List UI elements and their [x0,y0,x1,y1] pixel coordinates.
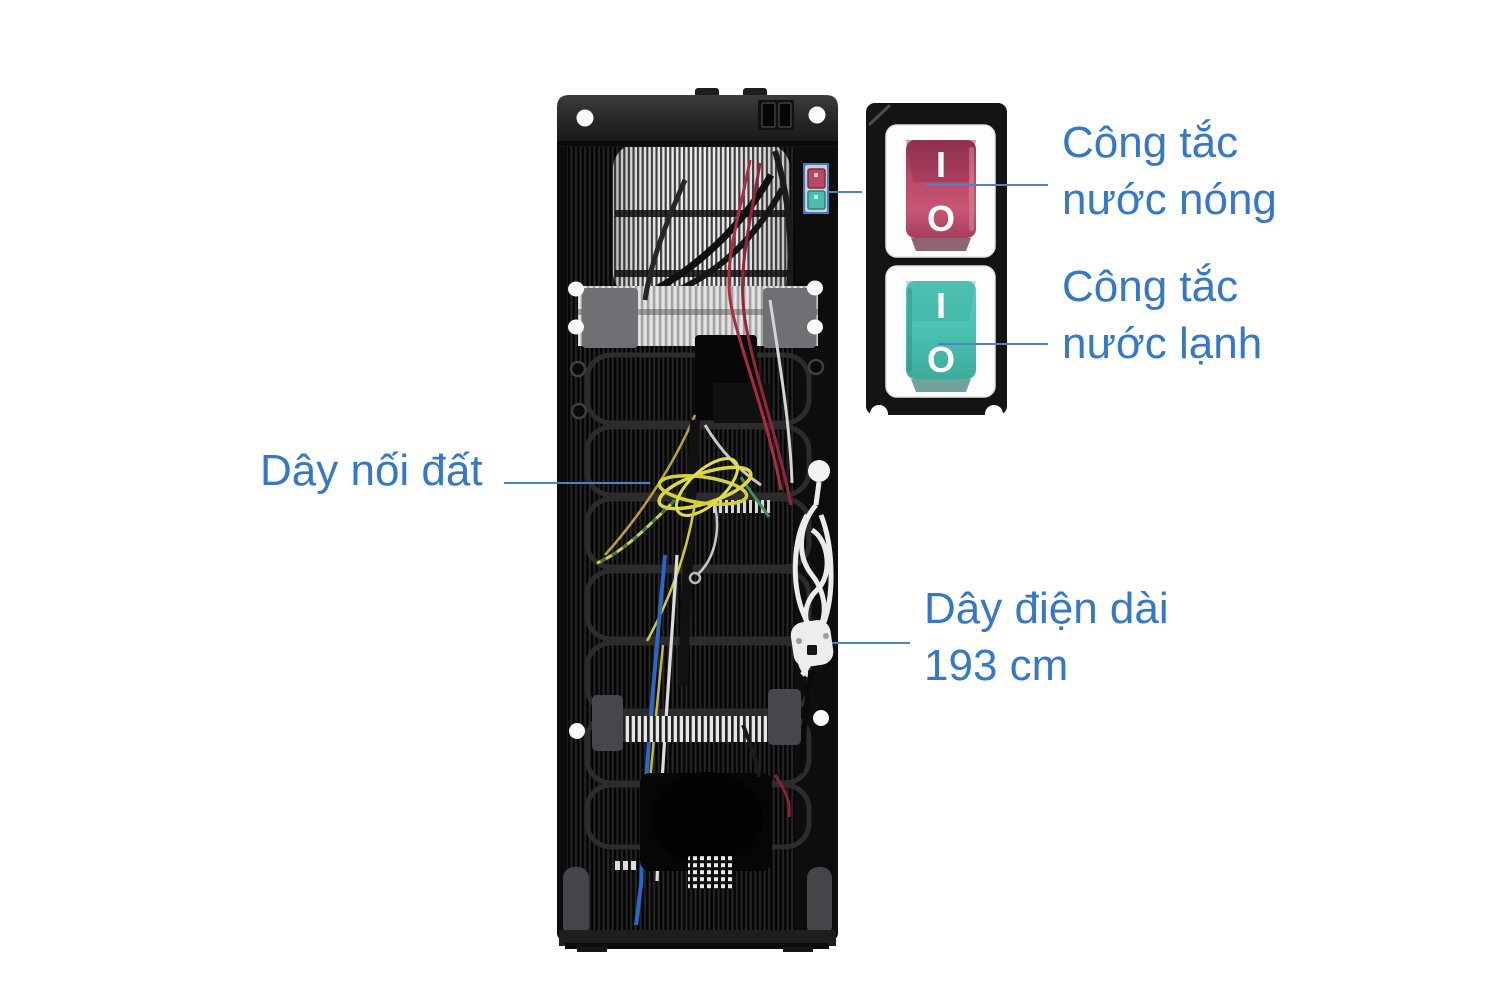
callout-line-power-cord [832,642,910,644]
colored-wires [604,159,794,686]
dispenser-back-photo [557,88,838,952]
callout-line-hot-switch [926,184,1048,186]
bottom-components [615,724,791,889]
corner-bracket-right [807,867,832,937]
callout-line-box-to-inset [829,191,862,193]
switch-panel-small [804,165,829,212]
mount-hole [808,106,826,124]
hot-switch-off-mark: O [927,198,955,239]
label-power-cord-line2: 193 cm [924,641,1069,690]
label-ground-wire: Dây nối đất [260,442,483,499]
label-hot-switch-line2: nước nóng [1062,175,1277,224]
label-ground-wire-text: Dây nối đất [260,446,483,495]
label-hot-switch: Công tắc nước nóng [1062,114,1277,228]
callout-line-cold-switch [938,343,1048,345]
cold-switch: I O [885,265,996,398]
label-power-cord: Dây điện dài 193 cm [924,580,1169,694]
hot-switch-on-mark: I [936,144,946,185]
power-cord [790,460,834,774]
label-cold-switch: Công tắc nước lạnh [1062,258,1262,372]
label-power-cord-line1: Dây điện dài [924,584,1169,633]
mount-hole [576,109,594,127]
base [559,930,836,952]
terminal-strip [615,861,636,870]
cold-switch-small [807,190,826,210]
vent-grille [688,856,733,889]
switch-highlight-box [803,163,829,214]
side-mount-holes [568,280,829,739]
label-cold-switch-line2: nước lạnh [1062,319,1263,368]
ground-wire [596,457,753,642]
switch-inset-photo: I O I O [866,103,1007,423]
label-hot-switch-line1: Công tắc [1062,118,1239,167]
callout-line-ground-wire [504,482,650,484]
heatsink-bracket-right [763,288,816,348]
hot-switch-small [807,168,826,189]
crossbar-bracket-right [768,689,801,745]
power-plug [790,620,834,667]
corner-bracket-left [563,867,589,937]
crossbar-bracket-left [592,695,623,751]
bottom-crossbar [592,689,801,751]
label-cold-switch-line1: Công tắc [1062,262,1239,311]
top-cap [557,95,838,147]
top-vent [758,100,794,130]
heatsink-bracket-left [582,288,638,348]
cold-switch-on-mark: I [936,285,946,326]
hot-switch: I O [885,124,996,258]
cold-switch-off-mark: O [927,339,955,380]
